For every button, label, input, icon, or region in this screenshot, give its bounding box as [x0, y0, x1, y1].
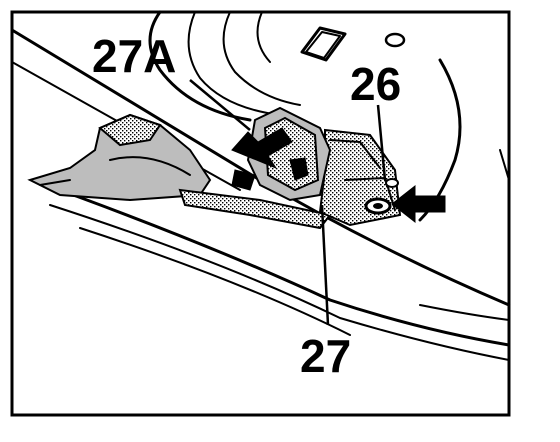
mounting-hole	[384, 32, 406, 48]
callout-27a: 27A	[92, 30, 176, 82]
rail-console	[27, 113, 332, 230]
fixing-hole	[364, 178, 399, 215]
headlining-arch	[148, 10, 301, 122]
callout-26: 26	[350, 58, 401, 110]
pillar-inner-curve	[499, 149, 510, 181]
leader-line-26	[376, 104, 387, 181]
leader-line-27	[320, 204, 330, 326]
push-arrow-27a	[231, 127, 293, 170]
leader-line-27a	[189, 79, 251, 131]
picture-frame	[10, 10, 511, 417]
callout-27: 27	[300, 330, 351, 382]
slot-opening	[300, 26, 347, 62]
push-arrow-26	[391, 184, 446, 224]
